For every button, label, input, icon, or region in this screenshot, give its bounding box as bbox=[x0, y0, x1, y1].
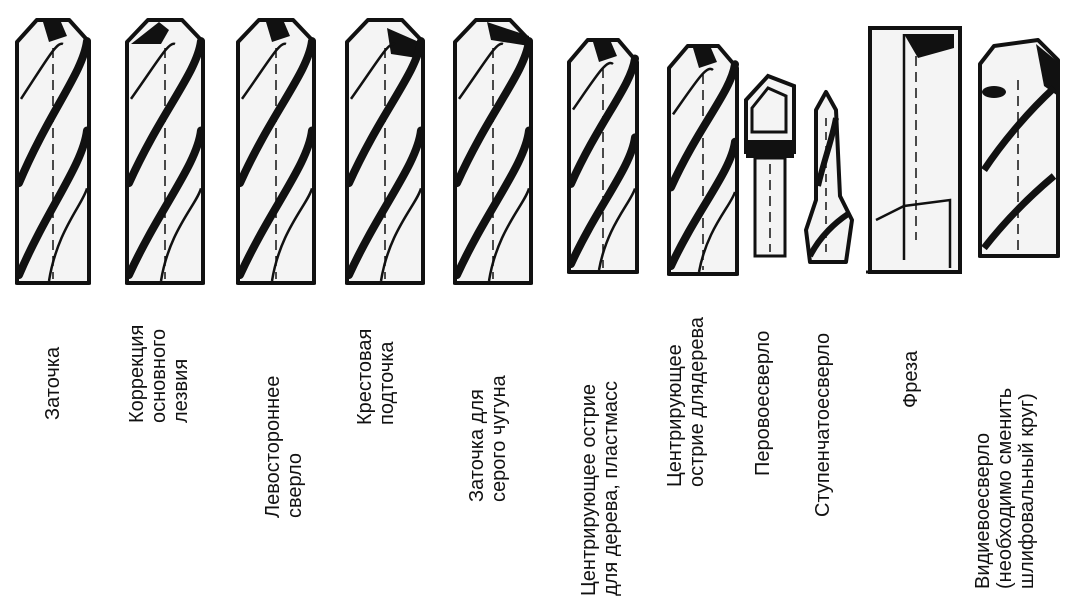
drill-grey-cast-iron bbox=[453, 20, 533, 283]
drill-center-point-plastic bbox=[567, 40, 639, 272]
drill-mill bbox=[866, 28, 962, 272]
label-left-hand-drill: Левостороннее сверло bbox=[262, 376, 306, 518]
label-grey-cast-iron: Заточка для серого чугуна bbox=[466, 375, 510, 502]
drill-step bbox=[806, 92, 852, 262]
drill-edge-correction bbox=[125, 20, 205, 283]
label-main-edge-correction: Коррекция основного лезвия bbox=[126, 325, 192, 423]
drill-cross-thinning bbox=[345, 20, 425, 283]
drill-center-point-wood bbox=[667, 46, 739, 274]
label-carbide-drill: Видиевоесверло (необходимо сменить шлифо… bbox=[972, 388, 1038, 589]
drill-left-hand bbox=[236, 20, 316, 283]
label-center-point-wood: Центрирующее острие длядерева bbox=[664, 317, 708, 487]
drill-sharpening bbox=[15, 20, 91, 283]
label-mill: Фреза bbox=[900, 351, 922, 408]
label-sharpening: Заточка bbox=[42, 347, 64, 420]
label-step-drill: Ступенчатоесверло bbox=[812, 333, 834, 517]
label-center-point-wood-plastic: Центрирующее острие для дерева, пластмас… bbox=[578, 381, 622, 596]
drill-spade bbox=[746, 76, 794, 256]
label-spade-drill: Перовоесверло bbox=[752, 331, 774, 476]
drill-carbide bbox=[978, 40, 1060, 256]
label-cross-thinning: Крестовая подточка bbox=[354, 329, 398, 425]
